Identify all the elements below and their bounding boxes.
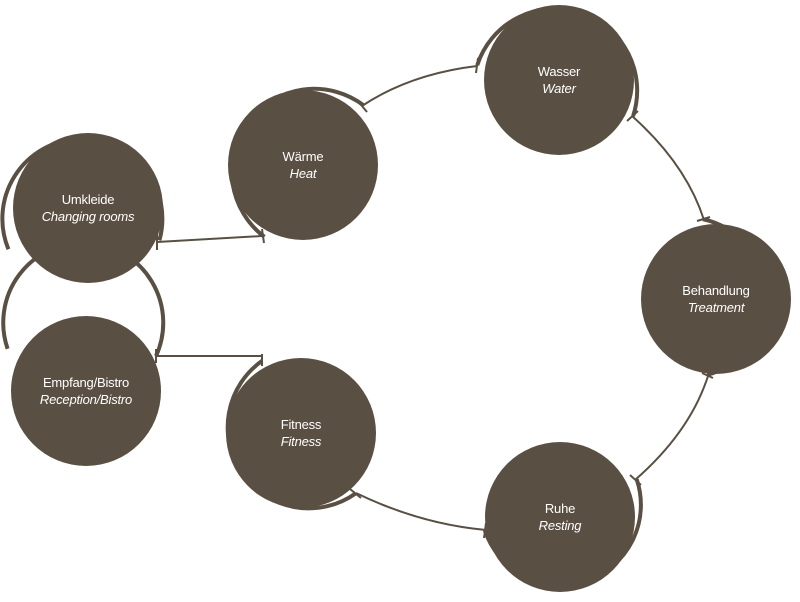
node-label-en: Changing rooms <box>41 209 135 224</box>
node-umkleide: Umkleide Changing rooms <box>13 133 163 283</box>
node-label-de: Fitness <box>280 417 322 432</box>
node-label-en: Water <box>542 81 576 96</box>
node-label-de: Ruhe <box>544 501 576 516</box>
tick <box>629 474 642 486</box>
node-label-de: Wasser <box>537 64 581 79</box>
node-wasser: Wasser Water <box>484 5 634 155</box>
connector-ruhe-fitness <box>355 492 487 531</box>
connector-waerme-wasser <box>361 65 478 107</box>
node-ruhe: Ruhe Resting <box>485 442 635 592</box>
node-label-en: Treatment <box>687 300 745 315</box>
connector-umkleide-waerme <box>156 235 263 243</box>
connector-behandlung-ruhe <box>634 375 709 481</box>
tick <box>349 488 362 499</box>
node-label-en: Fitness <box>280 434 322 449</box>
node-waerme: Wärme Heat <box>228 90 378 240</box>
node-label-en: Heat <box>289 166 317 181</box>
tick <box>626 110 639 122</box>
node-fitness: Fitness Fitness <box>226 358 376 508</box>
node-label-en: Resting <box>538 518 582 533</box>
node-label-de: Umkleide <box>61 192 115 207</box>
node-label-en: Reception/Bistro <box>39 392 133 407</box>
node-label-de: Empfang/Bistro <box>42 375 130 390</box>
tick <box>696 216 711 222</box>
node-label-de: Wärme <box>282 149 324 164</box>
connector-fitness-empfang <box>156 355 263 361</box>
tick <box>261 228 265 244</box>
tick <box>356 99 368 113</box>
connector-wasser-behandlung <box>631 115 705 221</box>
node-empfang: Empfang/Bistro Reception/Bistro <box>11 316 161 466</box>
tick <box>475 57 479 74</box>
tick <box>701 372 714 379</box>
node-label-de: Behandlung <box>682 283 750 298</box>
node-behandlung: Behandlung Treatment <box>641 224 791 374</box>
